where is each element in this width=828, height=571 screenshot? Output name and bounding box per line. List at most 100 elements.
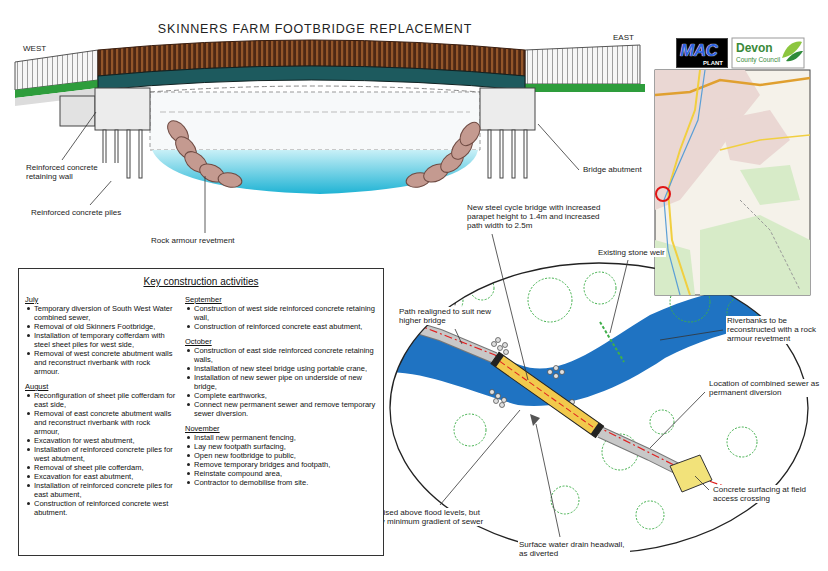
location-map — [655, 70, 810, 295]
rock-armour — [554, 366, 559, 371]
tree — [584, 272, 616, 304]
activity-item: Installation of reinforced concrete pile… — [25, 445, 177, 463]
callout-label: New steel cycle bridge with increased pa… — [466, 203, 616, 231]
month-heading: September — [185, 295, 379, 304]
rock-armour — [500, 403, 505, 408]
concrete-pile — [500, 130, 503, 178]
under-bridge-outline — [150, 92, 480, 150]
new-bridge — [591, 423, 604, 438]
rock-armour — [496, 394, 501, 399]
activity-item: Removal of sheet pile cofferdam, — [25, 463, 177, 472]
location-map — [664, 70, 705, 295]
leader-line — [455, 329, 462, 344]
direction-label: WEST — [22, 44, 47, 53]
council-logo: DevonCounty Council — [732, 38, 804, 68]
tree — [551, 486, 579, 514]
location-map — [740, 165, 800, 205]
callout-label: Surface water drain headwall, as diverte… — [518, 540, 630, 558]
approach-railing — [525, 45, 640, 84]
logo-wordmark: MAC — [680, 41, 717, 61]
sewer-line — [385, 312, 780, 505]
tree — [528, 278, 572, 322]
logo-subtitle: PLANT — [703, 60, 723, 66]
rock-armour — [494, 399, 499, 404]
rock-armour — [456, 119, 484, 149]
activity-item: Connect new permanent sewer and remove t… — [185, 400, 379, 418]
leader-line — [536, 424, 560, 537]
month-heading: July — [25, 295, 177, 304]
rock-armour — [554, 374, 559, 379]
activity-item: Open new footbridge to public, — [185, 451, 379, 460]
activity-item: Reconfiguration of sheet pile cofferdam … — [25, 391, 177, 409]
activity-item: Removal of west concrete abutment walls … — [25, 349, 177, 376]
concrete-pile — [512, 130, 515, 178]
activity-column: JulyTemporary diversion of South West Wa… — [25, 295, 177, 517]
leader-line — [62, 112, 96, 160]
activity-item: Construction of east side reinforced con… — [185, 346, 379, 364]
activity-item: Installation of new steel bridge using p… — [185, 364, 379, 373]
callout-label: Existing stone weir — [597, 248, 666, 257]
rock-armour — [502, 398, 507, 403]
location-map — [720, 135, 810, 150]
rock-armour — [217, 171, 243, 189]
location-map — [740, 200, 800, 290]
activity-item: Installation of temporary cofferdam with… — [25, 331, 177, 349]
callout-label: Location of combined sewer as permanent … — [708, 379, 822, 397]
direction-label: EAST — [612, 33, 635, 42]
activity-item: Construction of west side reinforced con… — [185, 304, 379, 322]
location-map — [655, 70, 810, 295]
tree — [636, 501, 664, 529]
leader-line — [610, 260, 628, 333]
bridge-abutment — [480, 88, 535, 130]
activity-key-box: JulyTemporary diversion of South West Wa… — [18, 268, 384, 556]
activity-item: Remove temporary bridges and footpath, — [185, 460, 379, 469]
callout-label: Bridge abutment — [582, 165, 643, 174]
activity-item: Construction of reinforced concrete west… — [25, 499, 177, 517]
location-map — [655, 70, 810, 295]
leader-line — [695, 476, 709, 490]
location-map — [668, 70, 700, 295]
tree — [454, 414, 486, 446]
logo-subtitle: County Council — [736, 56, 780, 63]
drain-headwall — [530, 414, 540, 426]
activity-item: Excavation for east abutment, — [25, 472, 177, 481]
bridge-abutment — [95, 88, 150, 130]
logo-wordmark: Devon — [736, 41, 773, 55]
month-heading: October — [185, 337, 379, 346]
callout-label: Rock armour revetment — [150, 236, 236, 245]
activity-item: Install new permanent fencing, — [185, 433, 379, 442]
activity-item: Excavation for west abutment, — [25, 436, 177, 445]
logo-art — [786, 51, 803, 61]
activity-item: Lay new footpath surfacing, — [185, 442, 379, 451]
callout-label: Riverbanks to be reconstructed with a ro… — [726, 316, 822, 344]
callout-label: Concrete surfacing at field access cross… — [712, 485, 816, 503]
leader-line — [538, 124, 579, 170]
rock-armour — [504, 350, 509, 355]
callout-label: Path realigned to suit new higher bridge — [398, 307, 503, 325]
logo-art — [732, 38, 804, 68]
callout-label: Reinforced concrete retaining wall — [25, 163, 125, 181]
activity-item: Reinstate compound area, — [185, 469, 379, 478]
bridge-soffit — [150, 86, 480, 92]
ground-bank — [525, 84, 645, 92]
rock-armour — [503, 343, 508, 348]
diagram-title: SKINNERS FARM FOOTBRIDGE REPLACEMENT — [130, 22, 500, 36]
new-bridge — [500, 361, 595, 428]
location-map — [655, 78, 810, 95]
leader-line — [90, 179, 113, 205]
location-map — [656, 187, 670, 201]
activity-item: Installation of new sewer pipe on unders… — [185, 373, 379, 391]
concrete-pile — [127, 130, 130, 178]
month-heading: November — [185, 424, 379, 433]
location-map — [700, 215, 810, 295]
activity-item: Construction of reinforced concrete east… — [185, 322, 379, 331]
new-bridge — [491, 352, 504, 367]
tree — [727, 427, 757, 457]
activity-item: Complete earthworks, — [185, 391, 379, 400]
month-heading: August — [25, 382, 177, 391]
key-heading: Key construction activities — [19, 276, 383, 287]
field-access-surface — [670, 455, 712, 492]
leader-line — [440, 410, 520, 505]
flood-level-line — [160, 112, 470, 113]
